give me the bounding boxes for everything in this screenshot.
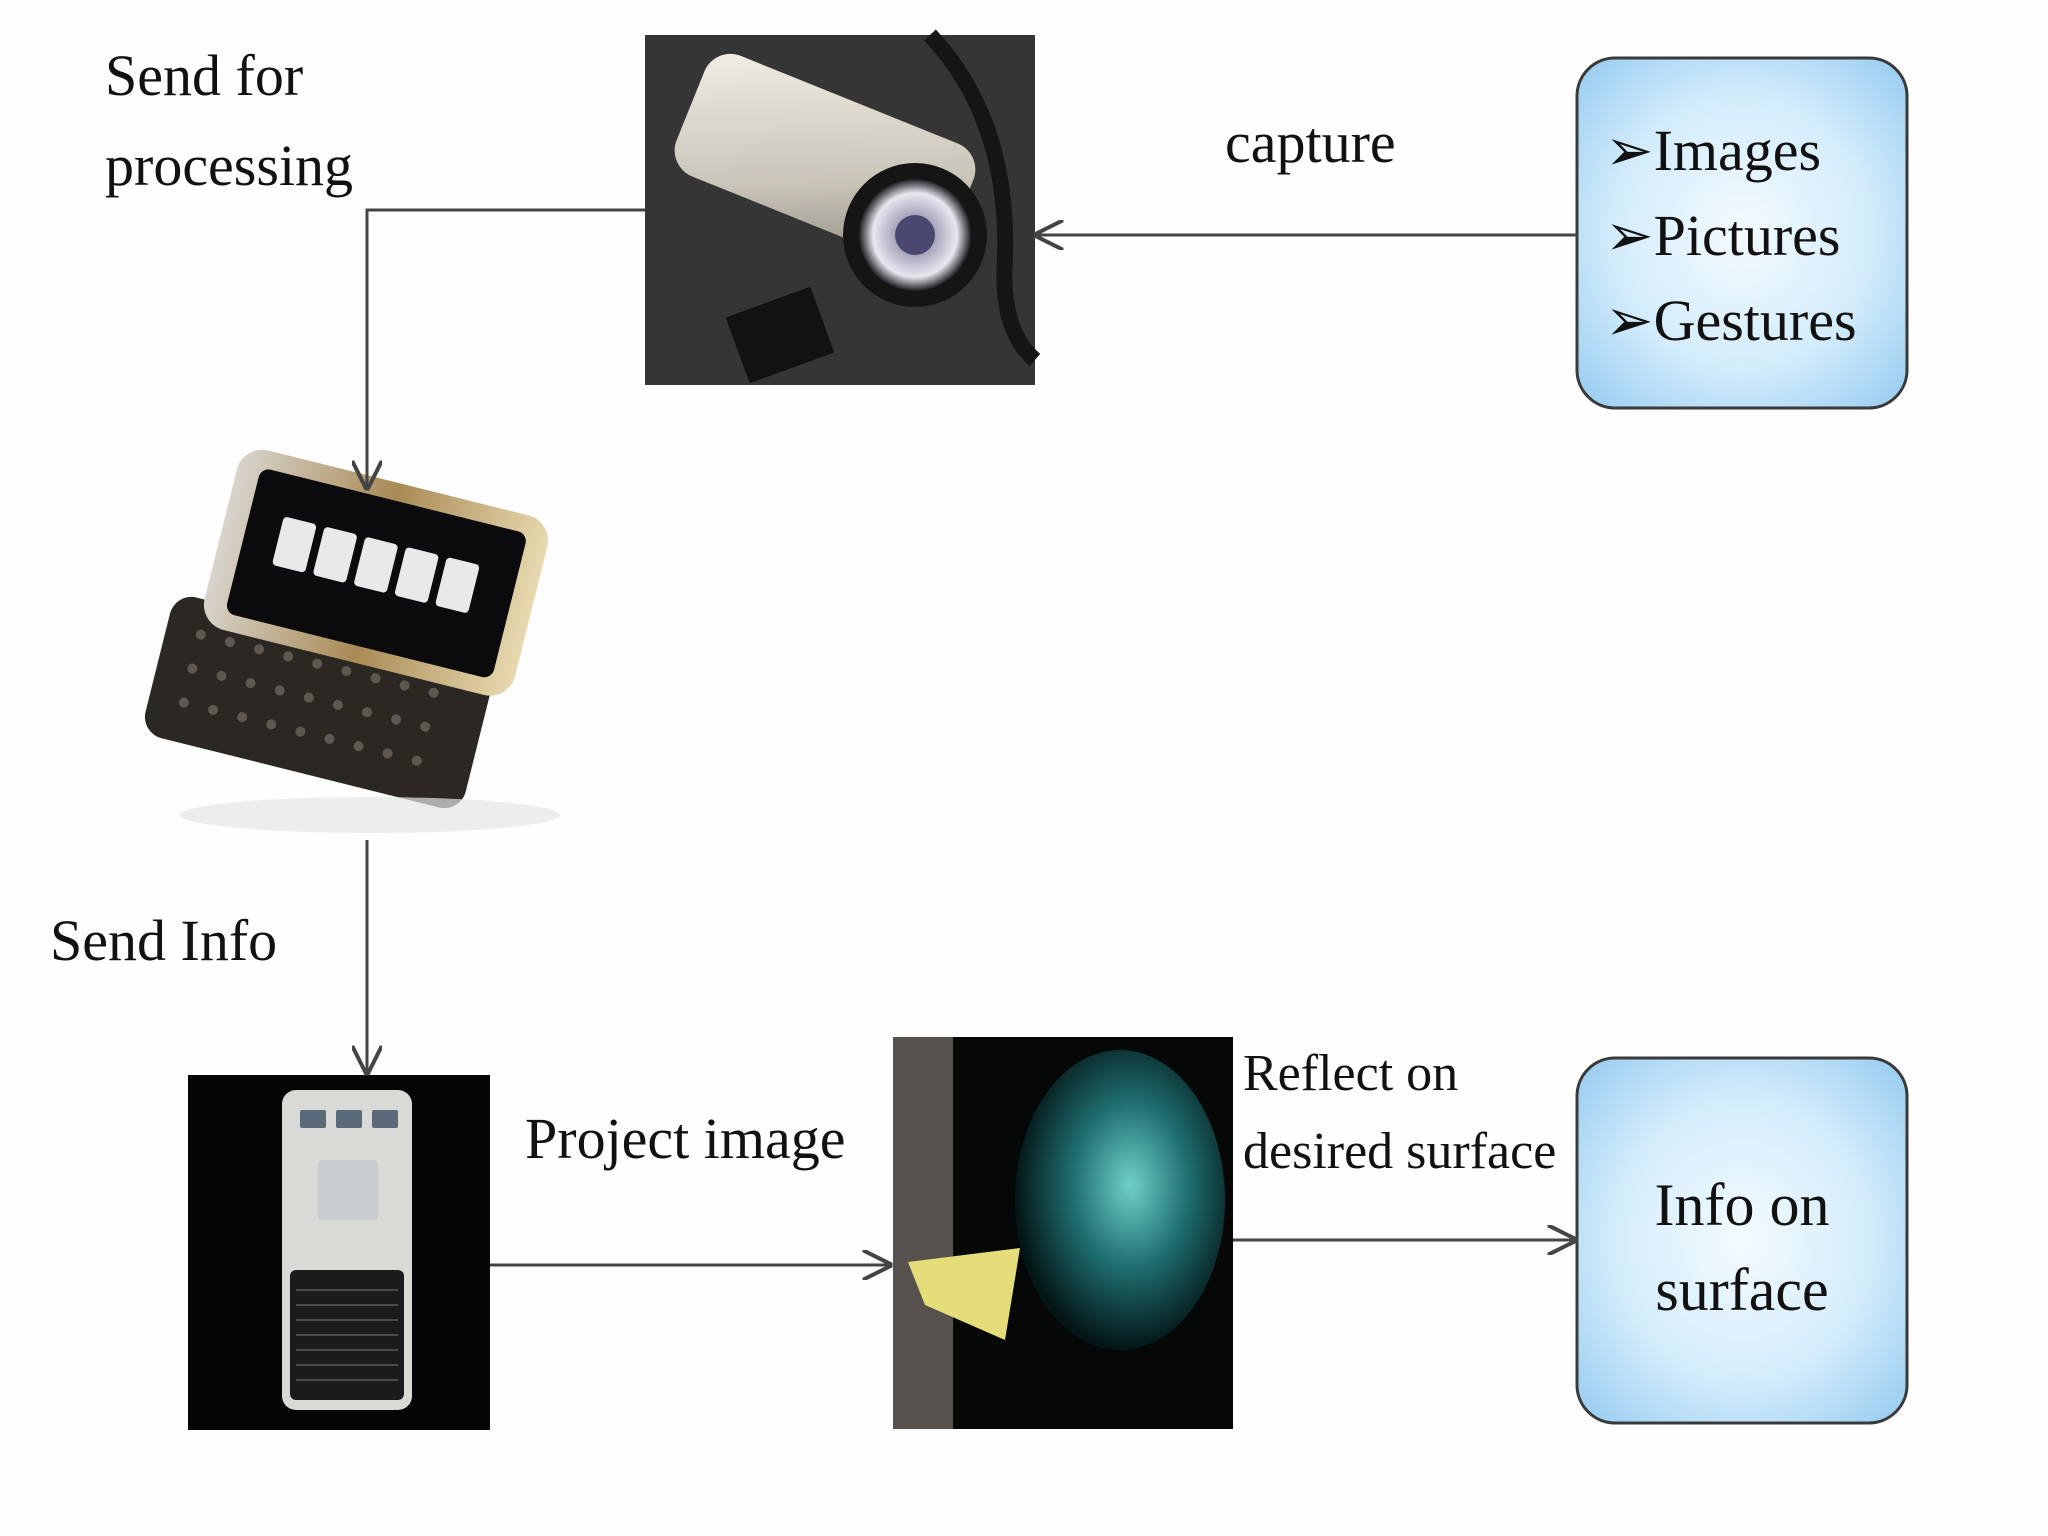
output-box: Info on surface (1577, 1058, 1907, 1423)
input-item-gestures: ➢Gestures (1605, 288, 1857, 353)
capture-label: capture (1225, 110, 1396, 175)
output-box-shape (1577, 1058, 1907, 1423)
input-item-pictures: ➢Pictures (1605, 203, 1840, 268)
phone-image (140, 437, 560, 833)
processing-arrow (367, 210, 645, 488)
project-image-label: Project image (525, 1106, 846, 1171)
output-text-line2: surface (1655, 1257, 1828, 1323)
camera-image (645, 35, 1035, 385)
reflect-label-line1: Reflect on (1243, 1045, 1458, 1102)
send-info-label: Send Info (50, 908, 277, 973)
output-text-line1: Info on (1655, 1172, 1830, 1238)
send-for-processing-label-line2: processing (105, 133, 353, 198)
input-box: ➢Images ➢Pictures ➢Gestures (1577, 58, 1907, 408)
surface-image (893, 1037, 1233, 1429)
input-item-images: ➢Images (1605, 118, 1821, 183)
projector-image (188, 1075, 490, 1430)
projected-light-icon (1015, 1050, 1225, 1350)
reflect-label-line2: desired surface (1243, 1123, 1556, 1180)
send-for-processing-label-line1: Send for (105, 43, 303, 108)
